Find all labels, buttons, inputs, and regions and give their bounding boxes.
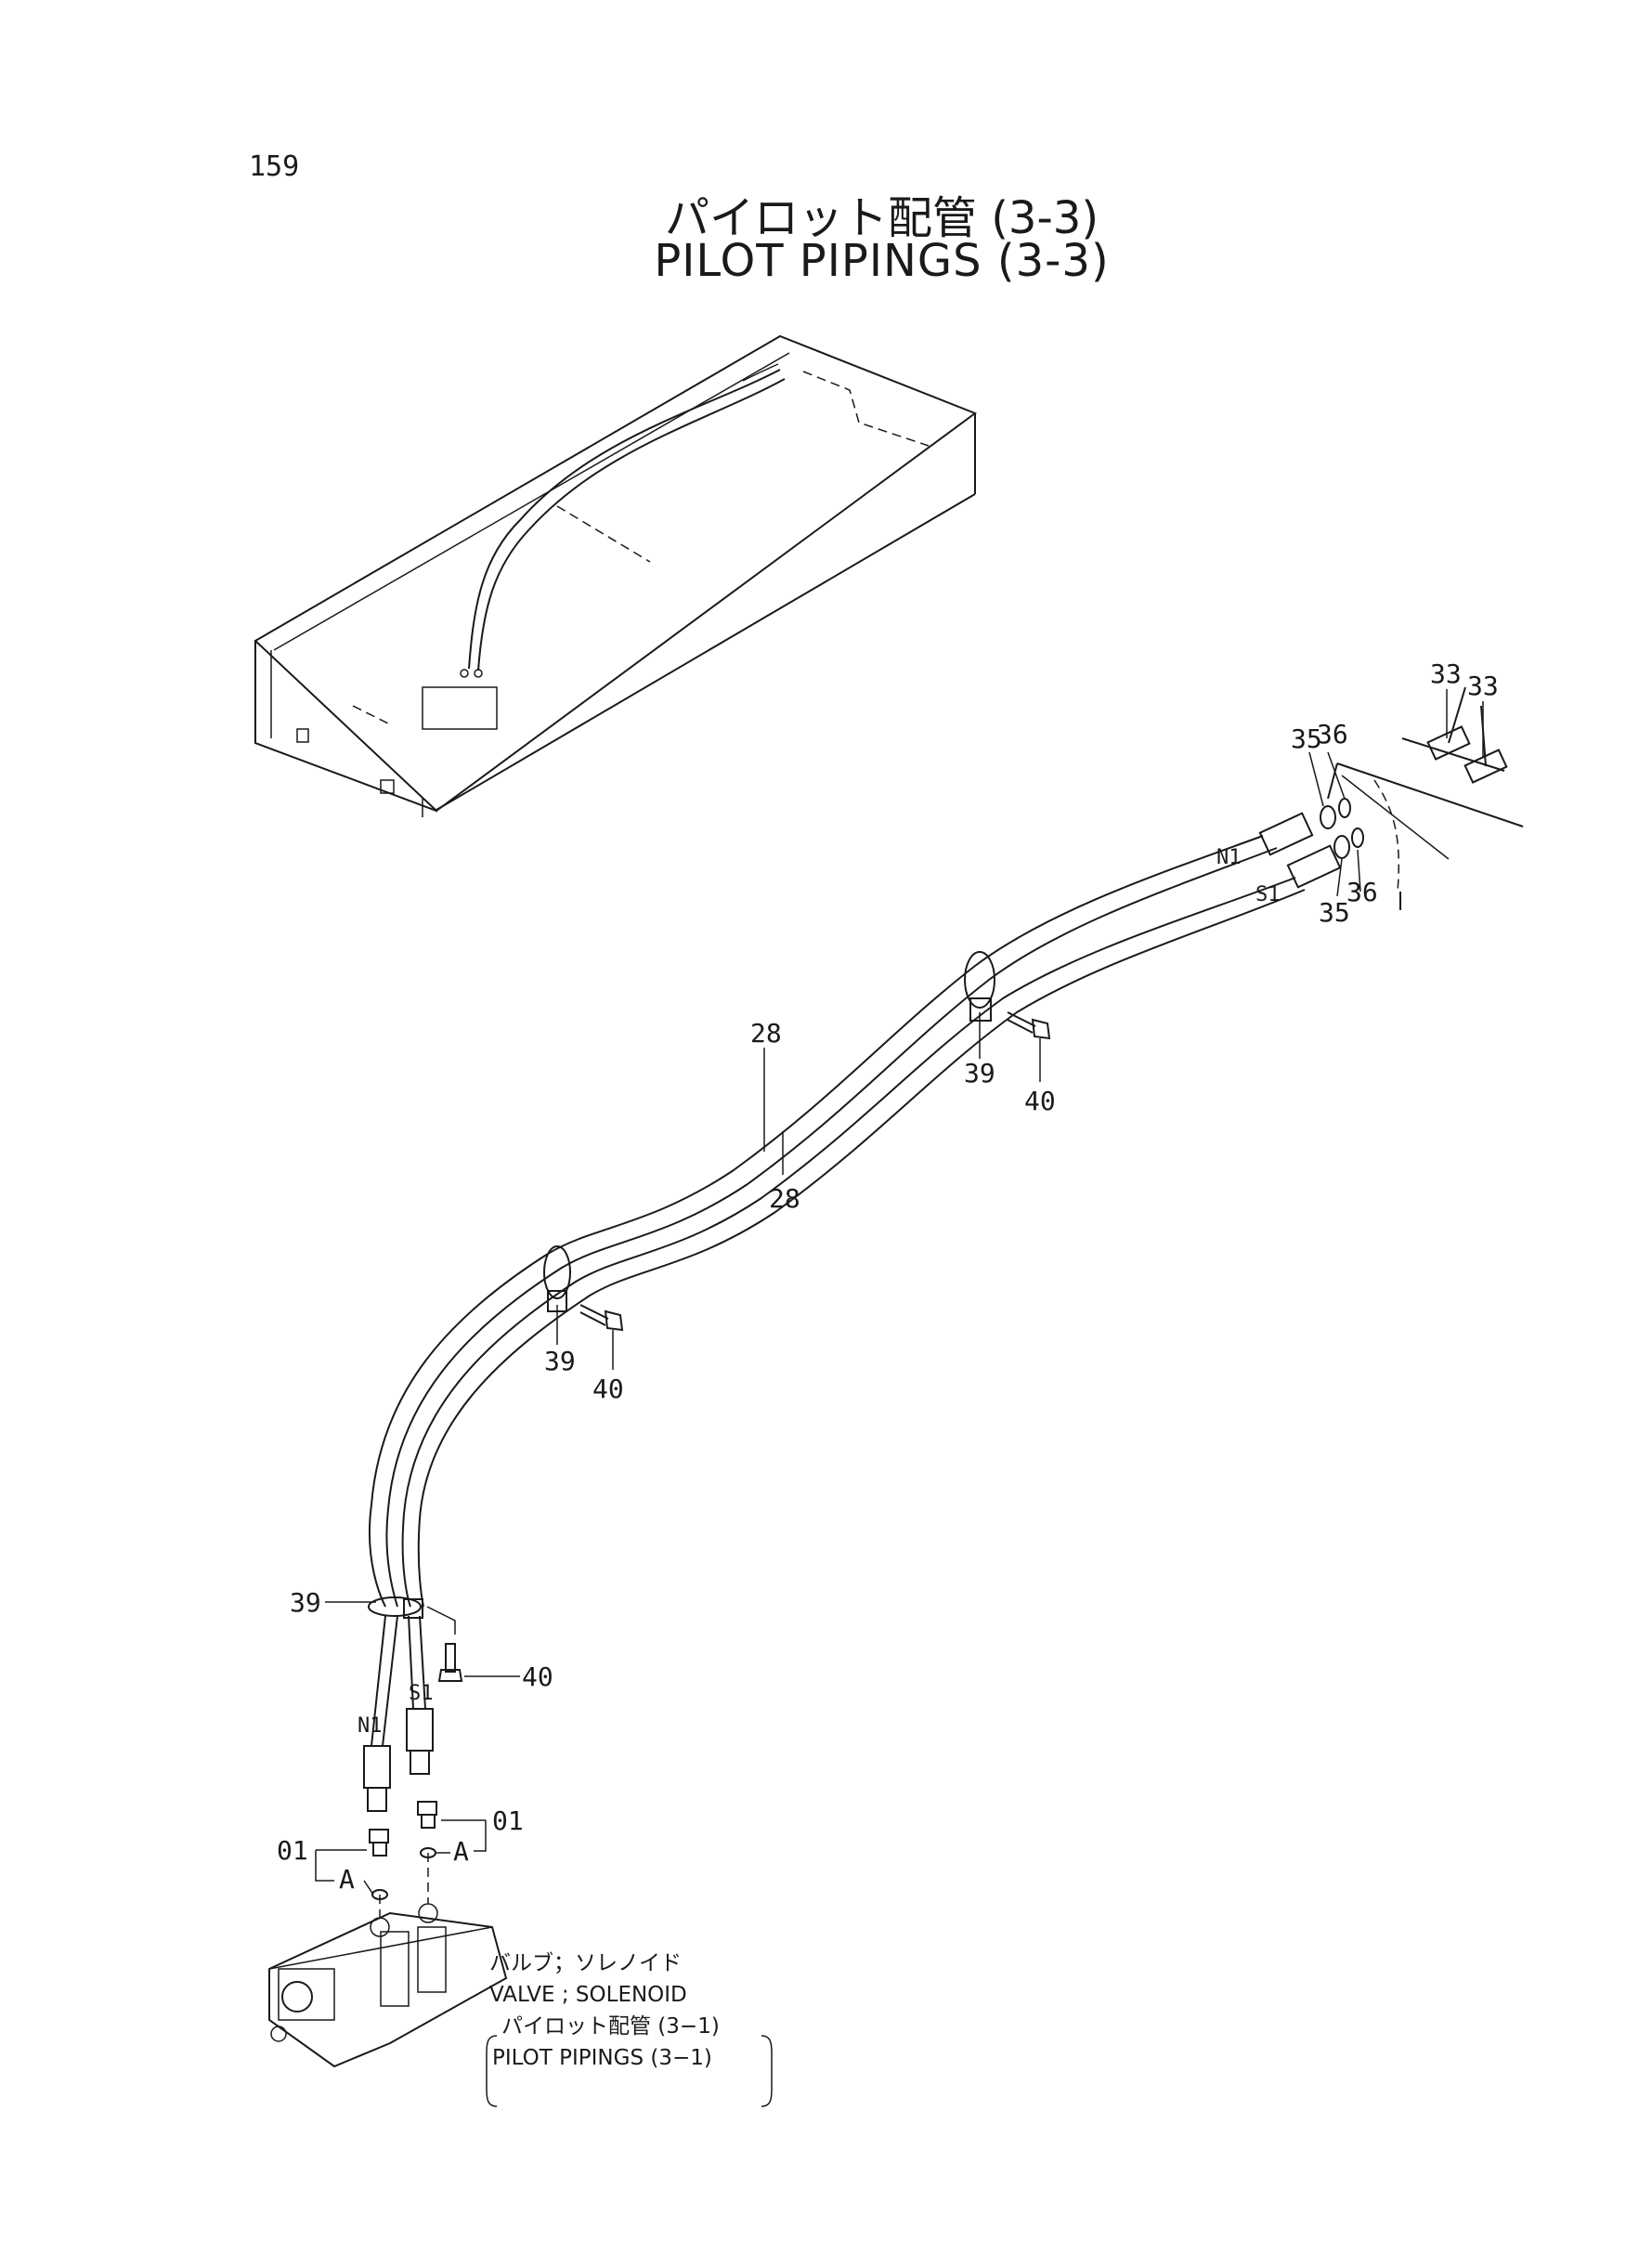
label-s1-top: S1 xyxy=(1255,883,1281,906)
callout-35-a: 35 xyxy=(1291,723,1322,754)
callout-28-a: 28 xyxy=(750,1018,782,1049)
title-english: PILOT PIPINGS (3-3) xyxy=(654,235,1110,287)
clamp-39-upper xyxy=(964,951,995,1022)
callout-39-b: 39 xyxy=(544,1346,576,1376)
port-a-right: A xyxy=(453,1836,469,1867)
reference-note-line1: バルブ；ソレノイド xyxy=(489,1951,682,1975)
leader-lines xyxy=(315,689,1484,1896)
page-number: 159 xyxy=(249,150,300,183)
reference-note-line2: VALVE ; SOLENOID xyxy=(489,1983,687,2007)
clamp-39-lower xyxy=(368,1596,423,1619)
bolt-40-lower xyxy=(437,1643,463,1682)
callout-39-a: 39 xyxy=(964,1058,995,1088)
boom-overview-inset xyxy=(254,334,978,817)
callout-01-b: 01 xyxy=(492,1805,524,1836)
callout-labels: 33 33 35 36 35 36 28 28 39 40 39 40 39 4… xyxy=(277,658,1499,1895)
mounting-plate xyxy=(1327,737,1524,910)
adapter-33-a xyxy=(1426,686,1471,761)
reference-brackets xyxy=(486,2035,773,2107)
reference-note-line4: PILOT PIPINGS (3−1) xyxy=(492,2046,712,2070)
bolt-40-upper xyxy=(1007,1011,1051,1040)
callout-36-a: 36 xyxy=(1317,719,1348,749)
port-a-left: A xyxy=(339,1864,355,1895)
callout-40-a: 40 xyxy=(1024,1086,1056,1116)
hose-fitting-n1 xyxy=(1258,798,1351,856)
clamp-39-middle xyxy=(543,1245,571,1312)
adapter-33-b xyxy=(1463,705,1508,784)
callout-40-b: 40 xyxy=(592,1374,624,1404)
connector-01-right xyxy=(417,1801,437,1858)
label-n1-top: N1 xyxy=(1216,846,1242,869)
callout-35-b: 35 xyxy=(1319,897,1350,928)
pilot-hose-pair xyxy=(368,835,1306,1608)
hose-fitting-s1 xyxy=(1286,827,1364,889)
lower-hoses xyxy=(363,1615,434,1812)
callout-39-c: 39 xyxy=(290,1587,321,1618)
connector-01-left xyxy=(369,1829,389,1900)
callout-33-a: 33 xyxy=(1430,658,1462,689)
callout-01-a: 01 xyxy=(277,1835,308,1866)
reference-note-line3: パイロット配管 (3−1) xyxy=(501,2014,720,2039)
bolt-40-middle xyxy=(579,1304,624,1332)
label-n1-bottom: N1 xyxy=(358,1714,383,1738)
title-japanese: パイロット配管 (3-3) xyxy=(664,192,1099,244)
callout-40-c: 40 xyxy=(522,1661,553,1692)
callout-36-b: 36 xyxy=(1346,877,1378,907)
label-s1-bottom: S1 xyxy=(409,1682,434,1705)
solenoid-valve xyxy=(268,1853,508,2068)
callout-33-b: 33 xyxy=(1467,671,1499,701)
callout-28-b: 28 xyxy=(769,1183,800,1214)
